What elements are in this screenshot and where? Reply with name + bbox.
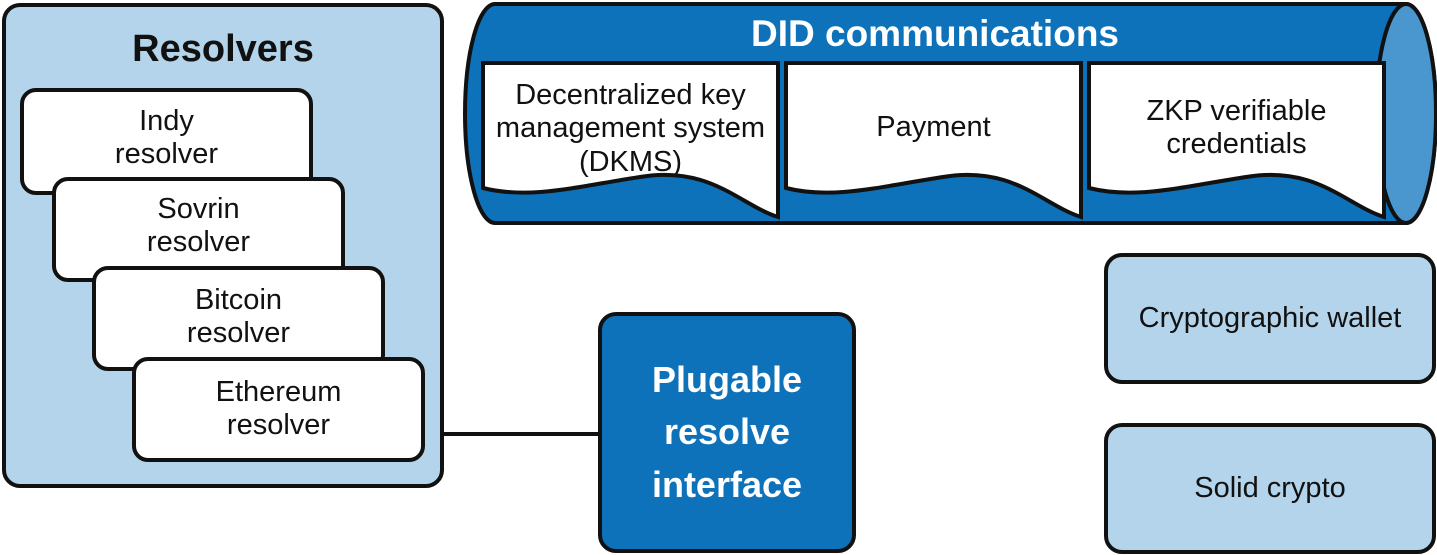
- resolvers-title: Resolvers: [132, 28, 314, 71]
- cryptographic-wallet-label: Cryptographic wallet: [1138, 301, 1402, 334]
- zkp-document-label: ZKP verifiable credentials: [1146, 94, 1327, 160]
- dkms-document-shape: [481, 61, 780, 220]
- ethereum-resolver-card: [132, 357, 425, 462]
- payment-document-label: Payment: [876, 111, 991, 144]
- ethereum-resolver-label: Ethereum resolver: [215, 375, 342, 441]
- zkp-document-shape: [1087, 61, 1386, 220]
- solid-crypto-box: [1104, 423, 1436, 554]
- indy-resolver-label: Indy resolver: [114, 104, 219, 170]
- dkms-document-label: Decentralized key management system (DKM…: [495, 78, 766, 178]
- payment-document-shape: [784, 61, 1083, 220]
- plugable-interface-label: Plugable resolve interface: [651, 359, 803, 505]
- plugable-interface-box: [598, 312, 856, 553]
- bitcoin-resolver-label: Bitcoin resolver: [186, 283, 291, 349]
- solid-crypto-label: Solid crypto: [1194, 471, 1346, 504]
- sovrin-resolver-label: Sovrin resolver: [146, 192, 251, 258]
- did-communications-title: DID communications: [751, 12, 1119, 54]
- cryptographic-wallet-box: [1104, 253, 1436, 384]
